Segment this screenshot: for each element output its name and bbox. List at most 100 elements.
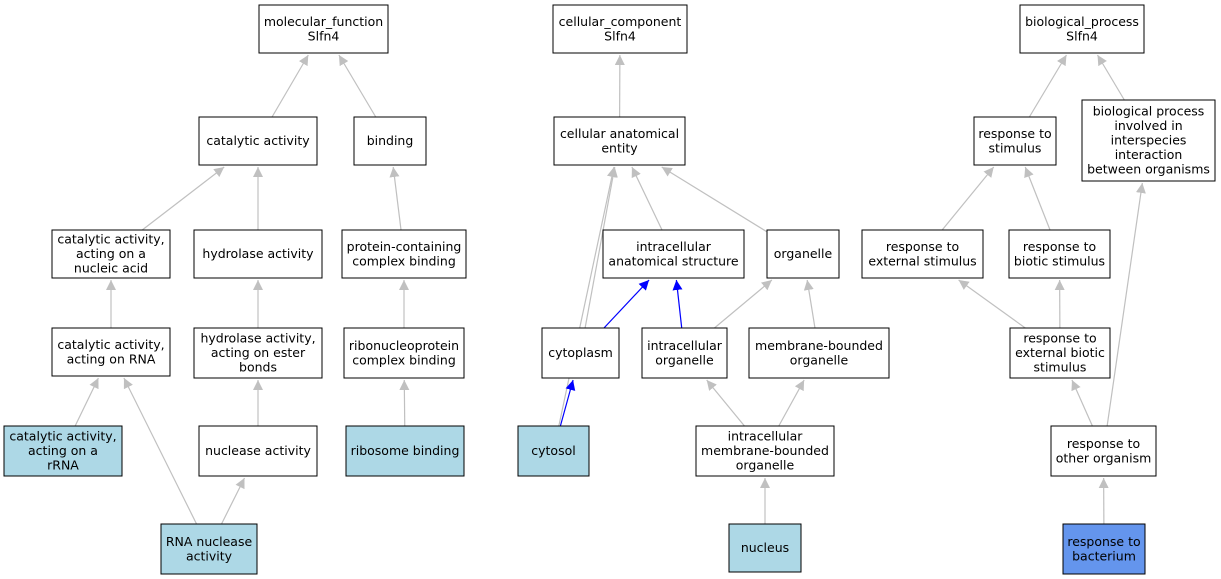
node-label-line: external stimulus xyxy=(868,253,976,268)
edge-part-of-cytoplasm-to-ias xyxy=(603,279,650,329)
edge-is-a-cytoplasm-to-cae xyxy=(584,166,618,329)
node-label-line: organelle xyxy=(736,458,795,473)
node-box xyxy=(553,116,686,166)
node-box xyxy=(748,327,890,379)
node-label-line: protein-containing xyxy=(347,239,462,254)
node-label-line: biological_process xyxy=(1025,14,1139,29)
node-label-line: ribosome binding xyxy=(351,443,460,458)
go-term-node-cat-rna[interactable]: catalytic activity,acting on RNA xyxy=(51,327,171,377)
edge-is-a-interspecies-to-bp_root xyxy=(1096,54,1125,101)
node-label-line: catalytic activity, xyxy=(57,232,164,247)
node-box xyxy=(1019,4,1145,54)
go-term-node-binding[interactable]: binding xyxy=(353,116,427,166)
node-label-line: membrane-bounded xyxy=(755,338,883,353)
node-label-line: acting on a xyxy=(76,246,146,261)
node-label-line: between organisms xyxy=(1087,162,1210,177)
edges-layer xyxy=(74,54,1146,525)
edge-is-a-resp_biotic-to-resp_stim xyxy=(1024,166,1051,231)
edge-part-of-cytosol-to-cytoplasm xyxy=(559,379,576,427)
go-term-node-hydrolase[interactable]: hydrolase activity xyxy=(193,229,323,279)
node-label-line: response to xyxy=(1067,534,1140,549)
node-label-line: bacterium xyxy=(1072,548,1136,563)
node-label-line: stimulus xyxy=(1034,360,1087,375)
node-label-line: intracellular xyxy=(636,239,712,254)
go-term-node-organelle[interactable]: organelle xyxy=(766,229,840,279)
node-label-line: response to xyxy=(886,239,959,254)
node-box xyxy=(193,229,323,279)
node-label-line: nucleus xyxy=(741,540,789,555)
node-label-line: bonds xyxy=(239,360,277,375)
edge-is-a-catalytic_activity-to-mf_root xyxy=(271,54,309,118)
node-box xyxy=(51,327,171,377)
node-box xyxy=(861,229,984,279)
node-box xyxy=(602,229,745,279)
edge-is-a-intra_mem_organelle-to-mem_organelle xyxy=(778,379,805,427)
go-term-node-ribosome-binding[interactable]: ribosome binding xyxy=(345,425,465,477)
node-box xyxy=(3,425,123,477)
node-box xyxy=(1050,425,1157,477)
edge-is-a-resp_other-to-interspecies xyxy=(1106,182,1146,427)
node-box xyxy=(541,327,620,379)
node-label-line: ribonucleoprotein xyxy=(349,338,459,353)
node-label-line: cytosol xyxy=(531,443,575,458)
go-term-node-nuclease[interactable]: nuclease activity xyxy=(198,425,318,477)
node-box xyxy=(695,425,835,477)
node-box xyxy=(973,116,1057,166)
edge-is-a-organelle-to-cae xyxy=(661,166,768,233)
edge-is-a-resp_ext_biotic-to-resp_ext xyxy=(958,279,1026,329)
node-label-line: interaction xyxy=(1115,147,1183,162)
node-label-line: binding xyxy=(367,133,414,148)
node-label-line: biological process xyxy=(1093,104,1205,119)
edge-is-a-protein_complex_binding-to-binding xyxy=(389,166,402,231)
node-label-line: acting on a xyxy=(28,443,98,458)
go-term-node-nucleus[interactable]: nucleus xyxy=(728,523,802,573)
node-label-line: anatomical structure xyxy=(608,253,738,268)
node-label-line: intracellular xyxy=(647,338,723,353)
node-label-line: external biotic xyxy=(1015,345,1105,360)
node-box xyxy=(641,327,728,379)
node-label-line: Slfn4 xyxy=(308,28,340,43)
node-box xyxy=(51,229,171,279)
go-term-node-catalytic-activity[interactable]: catalytic activity xyxy=(198,116,318,166)
node-label-line: acting on ester xyxy=(211,345,306,360)
edge-is-a-rna_nuclease-to-cat_rna xyxy=(123,377,198,525)
node-box xyxy=(258,4,389,54)
node-label-line: Slfn4 xyxy=(604,28,636,43)
node-label-line: intracellular xyxy=(728,429,804,444)
node-label-line: response to xyxy=(1023,239,1096,254)
node-label-line: nuclease activity xyxy=(205,443,311,458)
go-term-node-cytosol[interactable]: cytosol xyxy=(517,425,590,477)
node-label-line: response to xyxy=(1023,331,1096,346)
go-term-node-cytoplasm[interactable]: cytoplasm xyxy=(541,327,620,379)
edge-is-a-cat_rrna-to-cat_rna xyxy=(74,377,99,427)
node-label-line: nucleic acid xyxy=(74,261,148,276)
node-label-line: hydrolase activity, xyxy=(200,331,315,346)
node-label-line: response to xyxy=(978,126,1051,141)
node-label-line: involved in xyxy=(1114,118,1182,133)
node-box xyxy=(1009,327,1111,379)
edge-part-of-intra_organelle-to-ias xyxy=(672,279,683,329)
